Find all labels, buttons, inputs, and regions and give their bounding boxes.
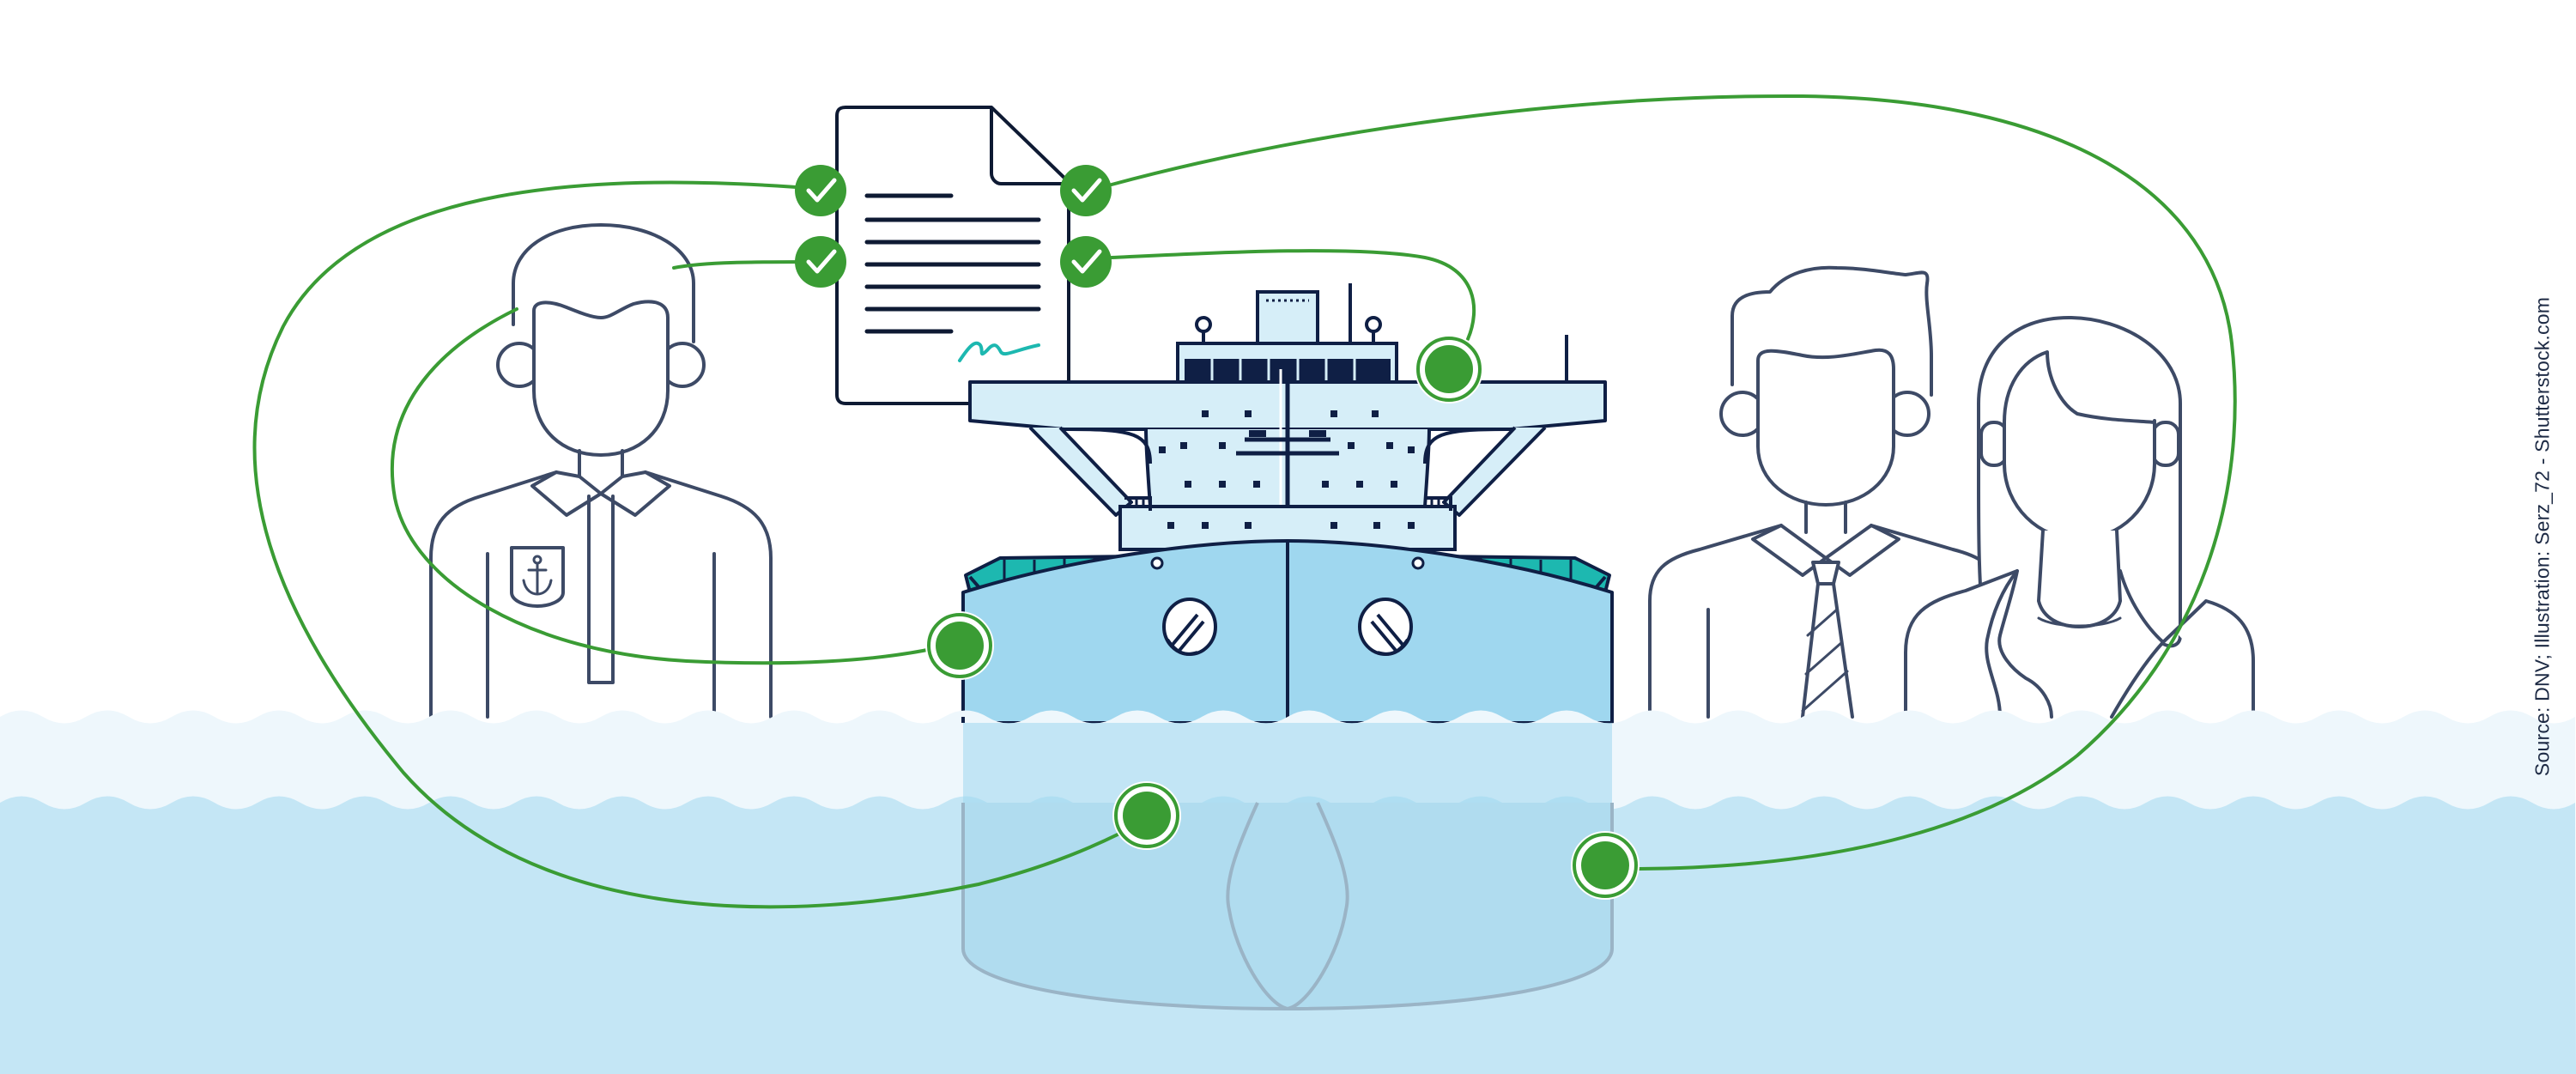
seafarer-person [429,223,773,719]
check-icon [795,165,846,216]
businessman-person [1648,265,2002,719]
check-icon [1060,236,1112,288]
connection-node [1571,831,1640,900]
businesswoman-person [1904,316,2255,719]
anchor-icon [1162,598,1413,656]
check-icon [1060,165,1112,216]
water [0,710,2576,1074]
contract-document-icon [835,106,1070,405]
connection-node [1112,781,1181,850]
connection-node [1415,335,1483,404]
image-credit: Source: DNV; Illustration: Serz_72 - Shu… [2531,296,2554,777]
check-marks [795,165,1112,288]
check-icon [795,236,846,288]
anchor-icon [522,555,553,596]
connection-node [925,611,994,680]
connection-nodes [925,335,1640,900]
signature-mark [958,341,1040,362]
